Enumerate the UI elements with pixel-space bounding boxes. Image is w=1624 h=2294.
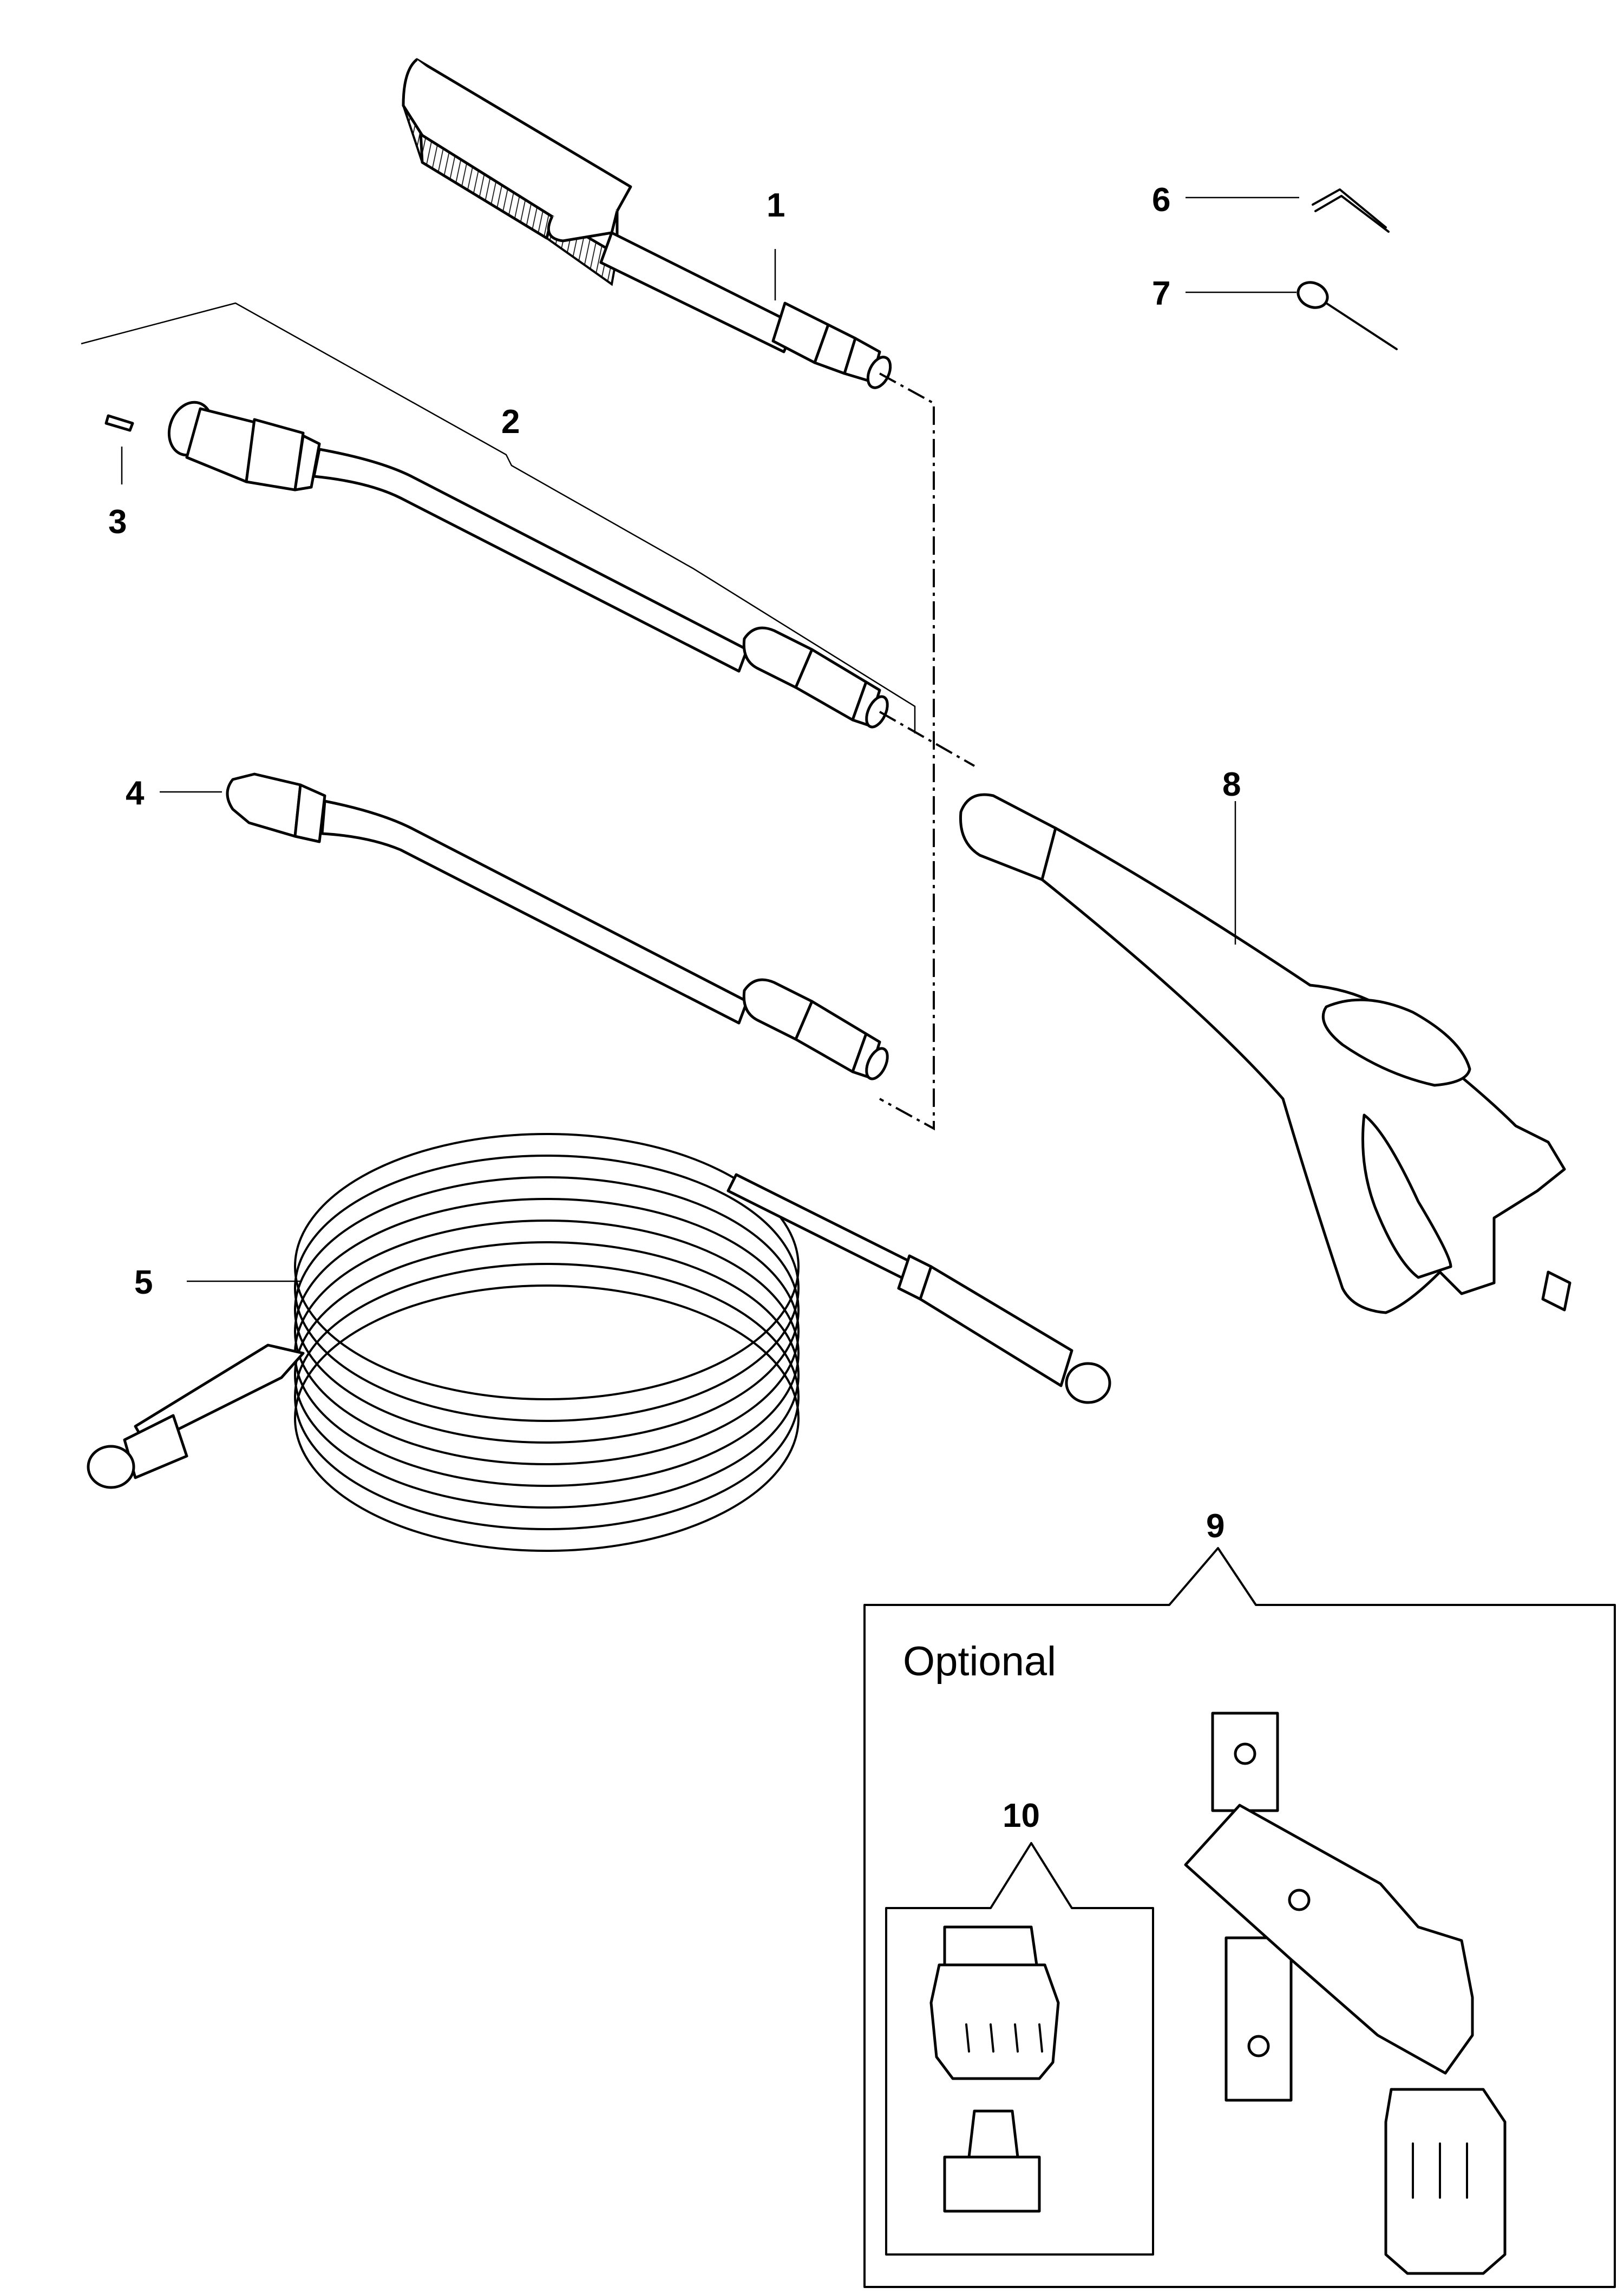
leader-lines xyxy=(81,196,1299,1282)
assembly-line xyxy=(879,372,975,1131)
lance-part-4 xyxy=(226,772,889,1080)
callout-5: 5 xyxy=(134,1264,153,1301)
quick-coupling-part xyxy=(929,1925,1060,2213)
callouts: 1 2 3 4 5 6 7 8 9 10 xyxy=(108,181,1241,1834)
lance-part-2 xyxy=(167,401,889,729)
adapter-part xyxy=(1184,1712,1507,2275)
callout-6: 6 xyxy=(1152,181,1170,219)
callout-9: 9 xyxy=(1206,1508,1224,1545)
callout-1: 1 xyxy=(767,187,785,224)
hex-key-part xyxy=(1312,188,1390,233)
hose-part xyxy=(87,1133,1111,1552)
callout-8: 8 xyxy=(1222,766,1241,803)
brush-part xyxy=(402,58,892,389)
callout-4: 4 xyxy=(126,775,145,812)
callout-10: 10 xyxy=(1003,1797,1040,1834)
pin-part xyxy=(104,414,134,432)
optional-box: Optional xyxy=(863,1547,1616,2288)
nozzle-cleaning-tool-part xyxy=(1296,281,1398,350)
callout-7: 7 xyxy=(1152,275,1170,312)
callout-3: 3 xyxy=(108,503,127,541)
callout-2: 2 xyxy=(501,403,520,441)
trigger-gun-part xyxy=(959,793,1571,1314)
optional-label: Optional xyxy=(903,1638,1056,1685)
